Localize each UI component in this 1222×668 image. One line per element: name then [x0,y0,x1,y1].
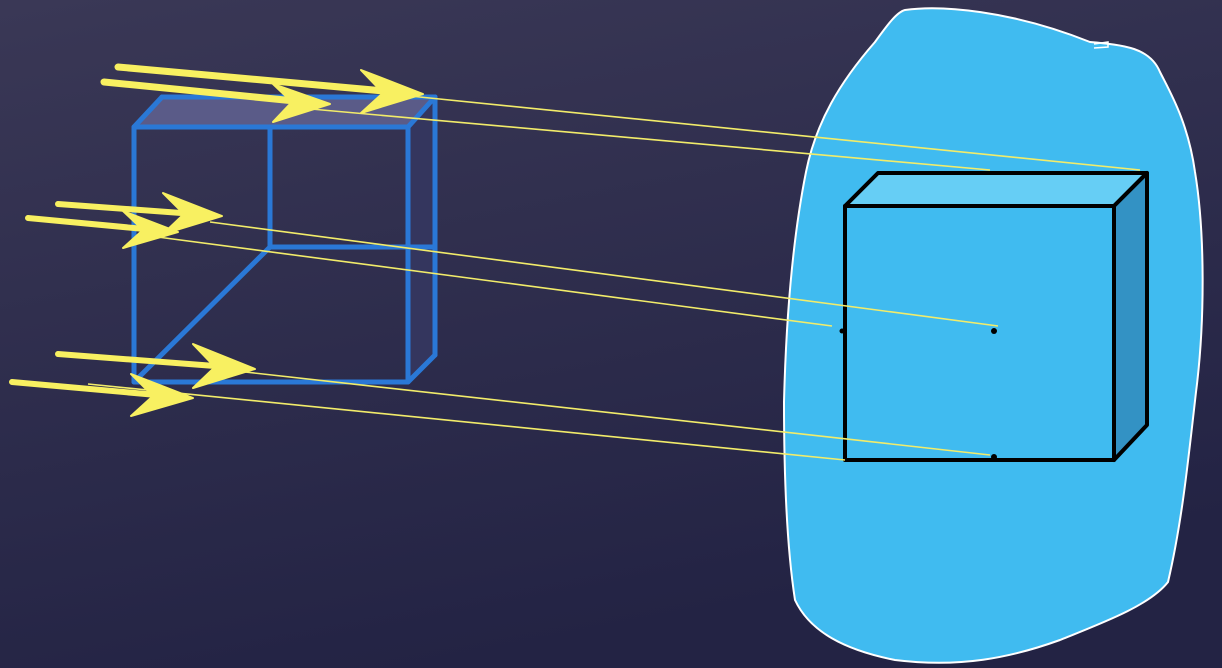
projection-line [244,371,991,456]
ray-arrow [25,210,179,249]
ray-arrow [100,78,331,123]
wire-cube-side-face [408,97,435,382]
projected-solid-cube [843,171,1149,462]
ray-arrow [9,373,194,417]
wire-cube-edge [405,352,438,385]
projected-point [839,328,845,334]
solid-cube-front-face [843,204,1116,462]
projection-line [87,383,846,461]
projected-points [839,328,997,460]
wire-cube-edge [131,94,165,130]
projection-lines [87,95,1141,461]
solid-cube-top-face [843,171,1149,208]
projected-point [991,328,997,334]
wire-cube-edge [405,94,438,130]
ray-arrow [55,192,223,235]
projected-point [991,454,997,460]
light-ray-arrows [9,63,424,417]
projection-line [299,107,991,171]
ray-arrow [55,343,256,389]
solid-cube-side-face [1112,171,1149,462]
ray-arrow [114,63,424,114]
projection-line [409,95,1141,171]
projection-line [149,235,833,327]
projection-line [209,221,999,327]
screen-edge-notch [1093,41,1109,49]
